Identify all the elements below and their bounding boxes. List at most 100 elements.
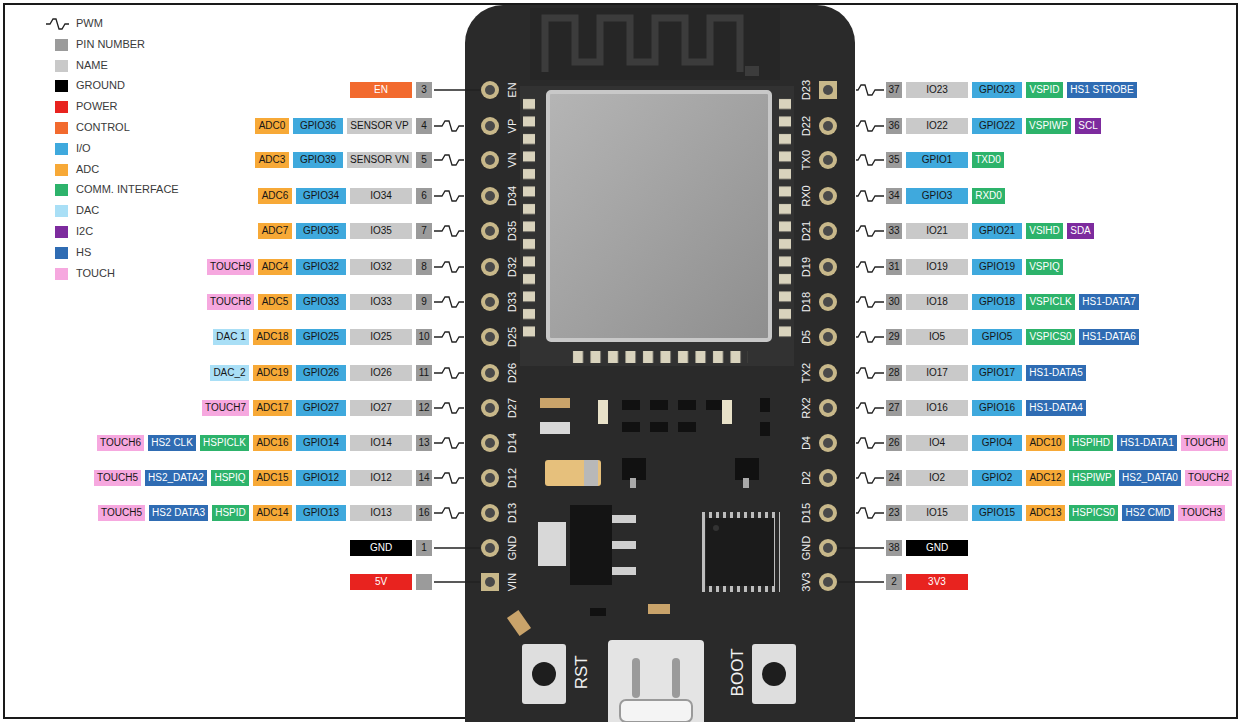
pin-number: 2 [886, 574, 902, 590]
comm-tag: VSPICS0 [1026, 329, 1075, 345]
pin-label: HS1-DATA1 [1120, 437, 1174, 448]
pin-label: GPIO26 [303, 367, 339, 378]
comm-tag: HSPIWP [1069, 470, 1115, 486]
pin-label: GPIO15 [979, 507, 1015, 518]
gpio-tag: GPIO4 [972, 435, 1022, 451]
adc-tag: ADC13 [1026, 505, 1065, 521]
pin-hole [823, 262, 833, 272]
pin-hole [823, 438, 833, 448]
pin-label: GPIO27 [303, 402, 339, 413]
legend-text: TOUCH [76, 267, 115, 279]
legend-text: I2C [76, 225, 93, 237]
legend-swatch [55, 143, 68, 155]
pin-hole [485, 85, 495, 95]
button-label: RST [573, 655, 592, 689]
pin-hole [823, 543, 833, 553]
gpio-tag: GPIO36 [293, 118, 343, 134]
pin-number: 30 [886, 294, 902, 310]
adc-tag: ADC14 [253, 505, 292, 521]
pin-label: 9 [421, 296, 427, 307]
pin-label: ADC3 [259, 154, 286, 165]
pin-number: 28 [886, 365, 902, 381]
legend-swatch [55, 101, 68, 113]
pin-label: IO19 [926, 261, 948, 272]
gpio-tag: GPIO15 [972, 505, 1022, 521]
gpio-tag: GPIO12 [296, 470, 346, 486]
pin-label: GPIO13 [303, 507, 339, 518]
silk-pin-label: D18 [800, 292, 812, 312]
leader-line [838, 581, 884, 582]
pin-pad [819, 293, 837, 311]
pin-number: 36 [886, 118, 902, 134]
hs-tag: HS2_DATA2 [145, 470, 207, 486]
pin-number: 34 [886, 188, 902, 204]
comm-tag: VSPIWP [1026, 118, 1071, 134]
pin-hole [485, 543, 495, 553]
legend-text: DAC [76, 204, 99, 216]
pin-number: 8 [416, 259, 432, 275]
gpio-tag: GPIO32 [296, 259, 346, 275]
legend-text: PIN NUMBER [76, 38, 145, 50]
pin-label: ADC10 [1029, 437, 1061, 448]
pin-label: HS2 CLK [151, 437, 193, 448]
micro-usb [608, 640, 704, 722]
pin-name: IO26 [350, 365, 412, 381]
pin-hole [823, 226, 833, 236]
boot-button [752, 644, 796, 704]
adc-tag: ADC4 [258, 259, 292, 275]
pin-pad [481, 222, 499, 240]
silk-pin-label: D23 [800, 80, 812, 100]
pin-label: GPIO23 [979, 84, 1015, 95]
pwm-symbol [856, 226, 884, 236]
legend-swatch [55, 122, 68, 134]
silk-pin-label: D33 [506, 292, 518, 312]
pin-label: HS1-DATA7 [1082, 296, 1136, 307]
pin-label: GPIO35 [303, 225, 339, 236]
pin-pad [481, 504, 499, 522]
pin-number: 23 [886, 505, 902, 521]
adc-tag: ADC6 [258, 188, 292, 204]
power-tag: 3V3 [906, 574, 968, 590]
pin-hole [485, 191, 495, 201]
pin-label: IO16 [926, 402, 948, 413]
pin-hole [823, 121, 833, 131]
pin-hole [823, 332, 833, 342]
pwm-symbol [856, 368, 884, 378]
pin-number: 4 [416, 118, 432, 134]
gpio-tag: GPIO26 [296, 365, 346, 381]
legend-swatch [55, 247, 68, 259]
pin-label: IO12 [370, 472, 392, 483]
pwm-symbol [434, 226, 464, 236]
silk-pin-label: D2 [800, 471, 812, 485]
pin-label: ADC17 [256, 402, 288, 413]
pin-pad [819, 81, 837, 99]
gpio-tag: GPIO1 [906, 152, 968, 168]
power-tag: 5V [350, 574, 412, 590]
pin-pad [819, 469, 837, 487]
comm-tag: VSPIQ [1026, 259, 1063, 275]
adc-tag: ADC5 [258, 294, 292, 310]
pin-pad [819, 328, 837, 346]
gpio-tag: GPIO25 [296, 329, 346, 345]
gpio-tag: GPIO39 [293, 152, 343, 168]
pin-pad [819, 434, 837, 452]
pin-label: GPIO12 [303, 472, 339, 483]
silk-pin-label: D32 [506, 257, 518, 277]
legend-text: PWM [76, 17, 103, 29]
pin-label: GPIO39 [300, 154, 336, 165]
pin-number: 29 [886, 329, 902, 345]
legend-swatch [55, 205, 68, 217]
pin-label: GPIO4 [982, 437, 1013, 448]
pin-label: GPIO25 [303, 331, 339, 342]
pin-label: 3 [421, 84, 427, 95]
pin-label: GPIO5 [982, 331, 1013, 342]
legend-text: I/O [76, 142, 91, 154]
hs-tag: HS2 CLK [148, 435, 196, 451]
pin-label: IO13 [370, 507, 392, 518]
pin-label: HS1 STROBE [1070, 84, 1133, 95]
pin-hole [485, 508, 495, 518]
pin-label: SENSOR VP [350, 120, 408, 131]
pin-label: DAC 1 [216, 331, 245, 342]
pin-label: GPIO16 [979, 402, 1015, 413]
